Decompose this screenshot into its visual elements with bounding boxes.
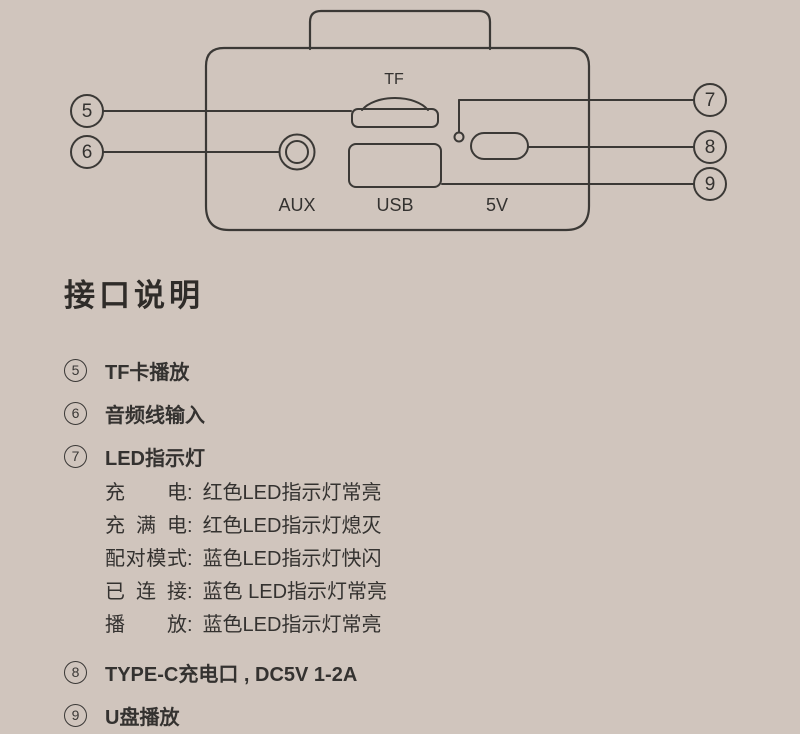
interface-description-section: 接口说明 5 TF卡播放 6 音频线输入 7 LED指示灯 充电: 红色LED指示…	[0, 248, 800, 729]
callout-number-5: 5	[82, 101, 93, 122]
list-item-tf-playback: 5 TF卡播放	[64, 357, 736, 384]
tf-label: TF	[384, 71, 404, 88]
tf-slot	[351, 108, 439, 128]
led-state-list: 充电: 红色LED指示灯常亮 充满电: 红色LED指示灯熄灭 配对模式: 蓝色LED指…	[105, 477, 736, 642]
led-state-desc: 红色LED指示灯熄灭	[202, 515, 382, 537]
list-item-label: TF卡播放	[105, 361, 190, 384]
led-state-label: 充满电	[105, 515, 187, 537]
usb-label: USB	[376, 195, 413, 215]
led-state-playing: 播放: 蓝色LED指示灯常亮	[105, 609, 736, 642]
led-state-label: 播放	[105, 614, 187, 636]
callout-number-6: 6	[82, 142, 93, 163]
circled-number: 9	[64, 703, 87, 727]
led-state-colon: :	[187, 581, 193, 603]
led-state-full: 充满电: 红色LED指示灯熄灭	[105, 510, 736, 543]
callout-number-9: 9	[705, 174, 716, 195]
v5-label: 5V	[486, 195, 508, 215]
led-state-label: 已连接	[105, 581, 187, 603]
interface-list: 5 TF卡播放 6 音频线输入 7 LED指示灯 充电: 红色LED指示灯常亮 充…	[64, 357, 736, 729]
list-item-led-indicator: 7 LED指示灯 充电: 红色LED指示灯常亮 充满电: 红色LED指示灯熄灭 配对…	[64, 443, 736, 642]
led-state-desc: 红色LED指示灯常亮	[202, 482, 382, 504]
list-item-usb-disk-playback: 9 U盘播放	[64, 702, 736, 729]
led-state-desc: 蓝色LED指示灯常亮	[202, 614, 382, 636]
led-state-colon: :	[187, 614, 193, 636]
aux-port-outer	[278, 133, 316, 171]
circled-number: 5	[64, 358, 87, 382]
list-item-label: U盘播放	[105, 706, 180, 729]
led-state-colon: :	[187, 548, 193, 570]
device-diagram: TF AUX USB 5V 5 6 7 8 9	[70, 9, 727, 232]
type-c-port	[470, 132, 529, 160]
led-state-charging: 充电: 红色LED指示灯常亮	[105, 477, 736, 510]
usb-port	[348, 143, 442, 188]
page-title: 接口说明	[64, 278, 204, 313]
led-dot	[453, 131, 465, 143]
led-state-colon: :	[187, 515, 193, 537]
led-state-desc: 蓝色 LED指示灯常亮	[202, 581, 388, 603]
led-state-connected: 已连接: 蓝色 LED指示灯常亮	[105, 576, 736, 609]
led-state-label: 配对模式	[105, 548, 187, 570]
led-state-pairing: 配对模式: 蓝色LED指示灯快闪	[105, 543, 736, 576]
device-top-tab	[308, 9, 492, 51]
device-outline	[204, 46, 591, 232]
list-item-type-c-charging: 8 TYPE-C充电口 , DC5V 1-2A	[64, 659, 736, 686]
list-item-label: LED指示灯	[105, 447, 205, 470]
list-item-label: TYPE-C充电口 , DC5V 1-2A	[105, 663, 358, 686]
aux-label: AUX	[278, 195, 315, 215]
circled-number: 8	[64, 660, 87, 684]
circled-number: 6	[64, 401, 87, 425]
aux-port-inner	[285, 140, 309, 164]
callout-number-8: 8	[705, 137, 716, 158]
led-state-label: 充电	[105, 482, 187, 504]
led-state-desc: 蓝色LED指示灯快闪	[202, 548, 382, 570]
led-state-colon: :	[187, 482, 193, 504]
tf-slot-dome	[361, 97, 429, 111]
list-item-label: 音频线输入	[105, 404, 205, 427]
circled-number: 7	[64, 444, 87, 468]
list-item-aux-input: 6 音频线输入	[64, 400, 736, 427]
callout-number-7: 7	[705, 90, 716, 111]
